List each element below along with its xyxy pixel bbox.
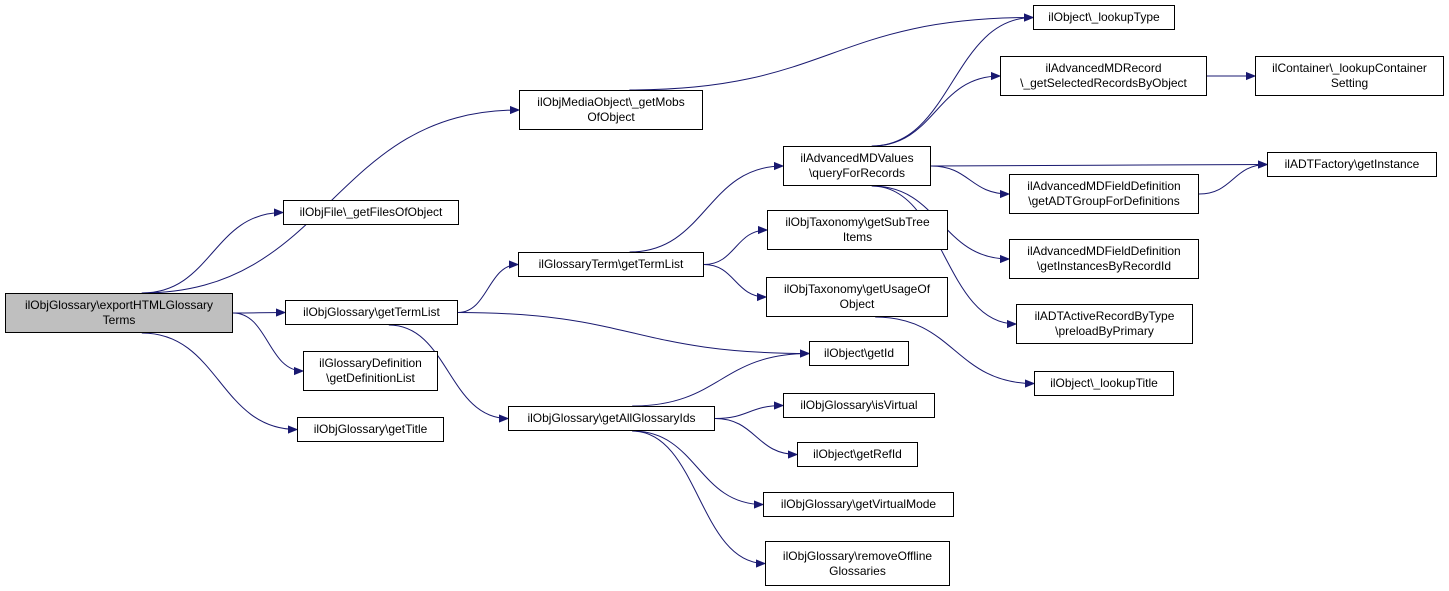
node-label-line: ilObjGlossary\getVirtualMode [780, 497, 937, 511]
node-label-line: ilAdvancedMDRecord [1045, 61, 1162, 75]
node-label-line: ilObjGlossary\getTermList [303, 305, 440, 319]
node-label-line: ilAdvancedMDValues [800, 151, 914, 165]
node-label-line: ilObjGlossary\isVirtual [800, 398, 918, 412]
node-label-line: OfObject [587, 110, 635, 124]
node-label-line: ilContainer\_lookupContainer [1272, 61, 1427, 75]
node-label-line: ilGlossaryTerm\getTermList [538, 257, 684, 271]
node-queryForRecords[interactable]: ilAdvancedMDValues\queryForRecords [783, 146, 931, 186]
node-label-line: \_getSelectedRecordsByObject [1020, 76, 1187, 90]
edge-getMobsOfObject-to-lookupType [629, 18, 1033, 91]
node-label-line: \getDefinitionList [326, 371, 415, 385]
node-label-line: ilObjTaxonomy\getSubTree [785, 215, 930, 229]
node-label-line: ilObject\getRefId [813, 447, 902, 461]
node-label-line: ilObjGlossary\removeOffline [782, 548, 933, 563]
node-label-line: ilObject\_lookupType [1048, 10, 1160, 24]
node-label-line: ilObject\_lookupTitle [1050, 376, 1158, 390]
edge-queryForRecords-to-adtFactoryGetInstance [930, 165, 1267, 167]
node-label-line: Terms [102, 313, 136, 327]
node-label-line: \getADTGroupForDefinitions [1028, 194, 1180, 208]
edge-queryForRecords-to-getADTGroupForDefinitions [930, 165, 1009, 194]
edge-getAllGlossaryIds-to-getRefId [714, 418, 797, 455]
node-label-line: ilObjGlossary\exportHTMLGlossary [24, 298, 214, 312]
edge-root-to-objGlossaryGetTermList [232, 313, 285, 314]
node-getInstancesByRecordId[interactable]: ilAdvancedMDFieldDefinition\getInstances… [1009, 239, 1199, 279]
node-label-line: ilObjMediaObject\_getMobs [537, 95, 685, 109]
edge-glossaryTermGetTermList-to-getUsageOfObject [703, 264, 766, 298]
node-isVirtual[interactable]: ilObjGlossary\isVirtual [783, 393, 935, 418]
node-lookupTitle[interactable]: ilObject\_lookupTitle [1034, 371, 1174, 396]
node-label-line: ilGlossaryDefinition [319, 356, 422, 370]
node-label-line: ilAdvancedMDFieldDefinition [1027, 179, 1181, 193]
node-label-line: ilObjFile\_getFilesOfObject [299, 205, 443, 219]
node-getDefinitionList[interactable]: ilGlossaryDefinition\getDefinitionList [303, 351, 438, 391]
edge-root-to-getDefinitionList [232, 312, 303, 371]
node-label-line: ilADTFactory\getInstance [1284, 157, 1420, 171]
node-label-line: ilObjGlossary\getAllGlossaryIds [527, 411, 696, 425]
edge-getAllGlossaryIds-to-getVirtualMode [632, 430, 763, 505]
edge-queryForRecords-to-getSelectedRecordsByObject [871, 76, 1000, 147]
node-label-line: Object [839, 297, 875, 311]
node-label-line: \getInstancesByRecordId [1036, 259, 1172, 273]
node-label-line: \preloadByPrimary [1055, 324, 1154, 338]
node-label-line: ilObjGlossary\getTitle [313, 422, 428, 436]
edge-getAllGlossaryIds-to-getId [632, 354, 809, 407]
node-label-line: ilAdvancedMDFieldDefinition [1027, 244, 1181, 258]
node-label-line: Setting [1330, 76, 1369, 90]
node-label-line: ilObject\getId [823, 346, 895, 360]
node-getTitle[interactable]: ilObjGlossary\getTitle [297, 417, 444, 442]
node-getADTGroupForDefinitions[interactable]: ilAdvancedMDFieldDefinition\getADTGroupF… [1009, 174, 1199, 214]
edge-getAllGlossaryIds-to-isVirtual [714, 406, 783, 419]
edge-queryForRecords-to-lookupType [871, 18, 1033, 147]
node-label-line: ilObjTaxonomy\getUsageOf [783, 282, 931, 296]
edge-glossaryTermGetTermList-to-queryForRecords [629, 166, 783, 253]
node-getVirtualMode[interactable]: ilObjGlossary\getVirtualMode [763, 492, 954, 517]
node-label-line: \queryForRecords [808, 166, 906, 180]
node-getRefId[interactable]: ilObject\getRefId [797, 442, 918, 467]
node-getFilesOfObject[interactable]: ilObjFile\_getFilesOfObject [283, 200, 459, 225]
node-lookupType[interactable]: ilObject\_lookupType [1033, 5, 1175, 30]
node-preloadByPrimary[interactable]: ilADTActiveRecordByType\preloadByPrimary [1016, 304, 1193, 344]
node-glossaryTermGetTermList[interactable]: ilGlossaryTerm\getTermList [518, 252, 704, 277]
node-adtFactoryGetInstance[interactable]: ilADTFactory\getInstance [1267, 152, 1437, 177]
edge-objGlossaryGetTermList-to-glossaryTermGetTermList [457, 265, 518, 313]
node-getId[interactable]: ilObject\getId [809, 341, 909, 366]
node-getSelectedRecordsByObject[interactable]: ilAdvancedMDRecord\_getSelectedRecordsBy… [1000, 56, 1207, 96]
edge-objGlossaryGetTermList-to-getId [457, 312, 809, 354]
node-label-line: ilADTActiveRecordByType [1034, 309, 1175, 323]
edge-root-to-getTitle [141, 332, 297, 430]
node-label-line: Glossaries [829, 563, 886, 578]
edge-root-to-getFilesOfObject [141, 213, 283, 294]
edge-getUsageOfObject-to-lookupTitle [875, 316, 1034, 384]
edge-glossaryTermGetTermList-to-getSubTreeItems [703, 230, 767, 265]
edge-getADTGroupForDefinitions-to-adtFactoryGetInstance [1198, 165, 1267, 195]
edge-objGlossaryGetTermList-to-getAllGlossaryIds [388, 324, 508, 419]
node-getAllGlossaryIds[interactable]: ilObjGlossary\getAllGlossaryIds [508, 406, 715, 431]
edge-queryForRecords-to-preloadByPrimary [871, 185, 1016, 324]
edge-getAllGlossaryIds-to-removeOfflineGlossaries [632, 430, 765, 564]
node-label-line: Items [842, 230, 873, 244]
node-objGlossaryGetTermList[interactable]: ilObjGlossary\getTermList [285, 300, 458, 325]
